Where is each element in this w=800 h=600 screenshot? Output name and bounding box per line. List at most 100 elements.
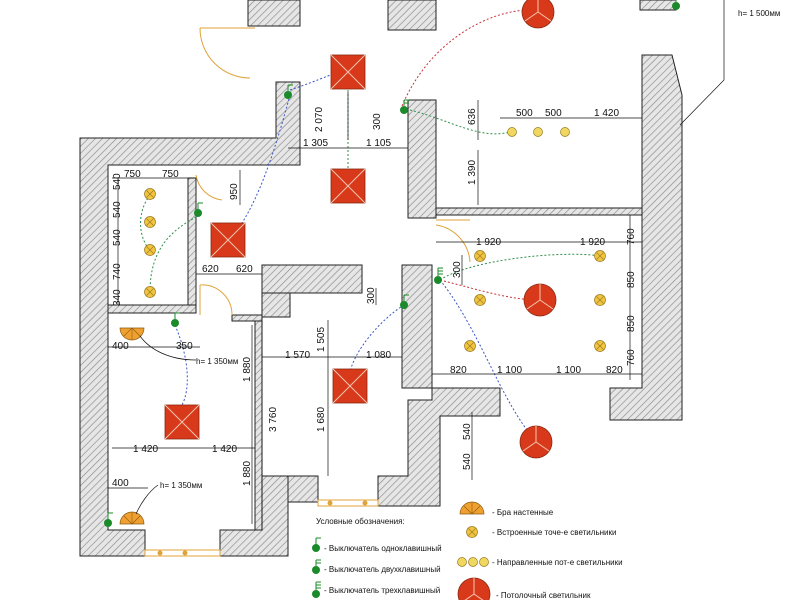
dim-label: 500	[516, 108, 533, 119]
recessed-spot	[144, 188, 156, 200]
dim-label: 540	[112, 229, 123, 246]
legend-item-label: - Потолочный светильник	[496, 591, 591, 600]
wire-left-room	[149, 214, 201, 293]
ceiling-lamp	[330, 54, 366, 90]
dim-label: 1 505	[316, 327, 327, 352]
legend-title: Условные обозначения:	[316, 517, 405, 526]
switch-triple	[433, 267, 444, 285]
dim-label: 850	[626, 315, 637, 332]
door-left-room-bottom	[199, 284, 233, 316]
legend-directional-spot-icon	[457, 557, 467, 567]
wall-bottom-right-of-door	[377, 387, 501, 507]
wire-left-lamp	[227, 94, 291, 241]
doors	[144, 27, 471, 557]
dim-label: 400	[112, 478, 129, 489]
legend: Условные обозначения: - Выключатель одно…	[311, 501, 623, 600]
dim-label: 540	[462, 423, 473, 440]
dim-label: 540	[112, 173, 123, 190]
dim-label: 1 105	[366, 138, 391, 149]
wall-partition-cab	[261, 292, 291, 318]
wire-dir-spots	[409, 109, 511, 135]
dim-label: 760	[626, 349, 637, 366]
dim-label: 540	[112, 201, 123, 218]
dim-label: 3 760	[268, 407, 279, 432]
wall-top-left	[247, 0, 301, 27]
recessed-spot	[474, 294, 486, 306]
dim-label: 2 070	[314, 107, 325, 132]
wall-left-room-bottom	[107, 304, 197, 314]
dim-label: 500	[545, 108, 562, 119]
dim-label: 1 680	[316, 407, 327, 432]
legend-item-label: - Направленные пот-е светильники	[492, 558, 623, 567]
walls	[79, 0, 683, 557]
directional-spot	[507, 127, 517, 137]
wire-top	[401, 9, 531, 107]
legend-item-label: - Выключатель двухклавишный	[324, 565, 441, 574]
wiring	[140, 9, 601, 441]
wall-partition-top	[261, 264, 363, 294]
legend-switch-double-icon	[311, 559, 322, 575]
height-label: h= 1 350мм	[160, 481, 202, 490]
recessed-spot	[144, 286, 156, 298]
dim-label: 1 920	[476, 237, 501, 248]
wire-left-spots	[140, 194, 151, 251]
dim-label: 1 305	[303, 138, 328, 149]
dim-label: 540	[462, 453, 473, 470]
directional-spot	[560, 127, 570, 137]
dim-label: 1 390	[467, 160, 478, 185]
door-upper-left-room	[195, 174, 223, 201]
dim-label: 1 570	[285, 350, 310, 361]
door-corridor	[435, 224, 471, 263]
dim-label: 750	[124, 169, 141, 180]
legend-recessed-spot-icon	[466, 526, 478, 538]
dim-label: 300	[452, 261, 463, 278]
dim-label: 950	[229, 183, 240, 200]
dim-label: 750	[162, 169, 179, 180]
recessed-spot	[474, 250, 486, 262]
wire-center-room	[349, 304, 405, 373]
wall-top-center	[387, 0, 437, 31]
dim-label: 1 420	[133, 444, 158, 455]
legend-wall-sconce-icon	[459, 501, 485, 515]
dim-label: 820	[606, 365, 623, 376]
ceiling-lamp	[210, 222, 246, 258]
dim-label: 1 100	[497, 365, 522, 376]
wall-bathroom-right	[254, 319, 263, 531]
wall-corridor-right	[435, 207, 643, 216]
legend-ceiling-lamp-icon	[457, 577, 491, 600]
dim-label: 1 920	[580, 237, 605, 248]
legend-item-label: - Встроенные точе-е светильники	[492, 528, 616, 537]
ceiling-lamp	[330, 168, 366, 204]
recessed-spot	[594, 250, 606, 262]
dim-label: 740	[112, 263, 123, 280]
wall-center-mid	[401, 264, 433, 389]
legend-directional-spot-icon	[479, 557, 489, 567]
dim-label: 300	[366, 287, 377, 304]
dim-label: 760	[626, 228, 637, 245]
wire-left-lower	[174, 324, 188, 406]
dim-label: 1 880	[242, 357, 253, 382]
dim-label: 620	[202, 264, 219, 275]
dim-label: 1 100	[556, 365, 581, 376]
dim-label: 300	[372, 113, 383, 130]
wall-left-outer	[79, 81, 301, 557]
directional-spot	[533, 127, 543, 137]
height-label: h= 1 500мм	[738, 9, 780, 18]
dim-label: 1 880	[242, 461, 253, 486]
dim-label: 1 420	[594, 108, 619, 119]
wall-bottom-left	[219, 475, 289, 557]
legend-item-label: - Бра настенные	[492, 508, 554, 517]
round-ceiling-lamp	[521, 0, 555, 29]
wall-sconce	[119, 327, 145, 341]
legend-item-label: - Выключатель одноклавишный	[324, 544, 442, 553]
recessed-spot	[594, 340, 606, 352]
dim-label: 620	[236, 264, 253, 275]
wall-bottom-partition	[231, 314, 263, 322]
ceiling-lamp	[332, 368, 368, 404]
recessed-spot	[464, 340, 476, 352]
wall-sconce	[119, 511, 145, 525]
recessed-spot	[144, 216, 156, 228]
legend-switch-triple-icon	[311, 581, 322, 599]
switch-single	[170, 312, 181, 328]
